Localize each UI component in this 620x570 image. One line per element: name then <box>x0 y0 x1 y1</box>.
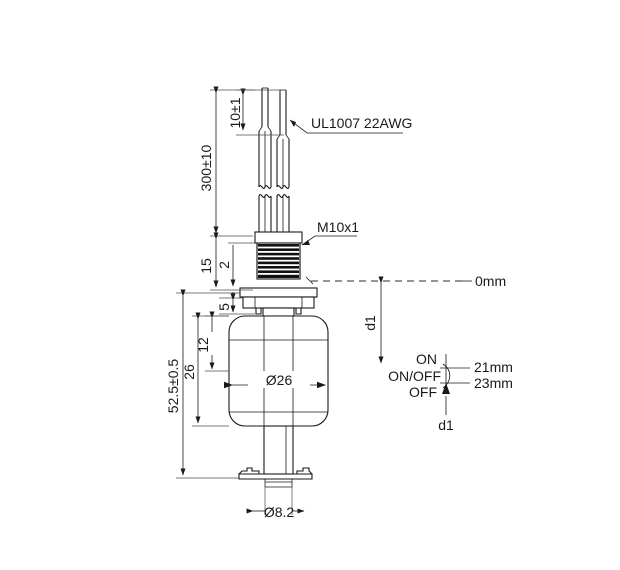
cable-spec-arrowhead <box>290 120 296 127</box>
float12-dim-label: 12 <box>195 337 211 353</box>
switch-direction-arrowhead <box>442 383 450 394</box>
thread-dim-label: 15 <box>198 258 214 274</box>
thread-hatching <box>258 244 299 278</box>
wire-right-strip-shoulder <box>276 134 290 140</box>
thread-barrel-sides <box>256 243 301 279</box>
thread-spec-label: M10x1 <box>317 219 359 235</box>
dimension-thread-length: 15 <box>198 232 253 291</box>
dimension-cable-length: 300±10 <box>198 86 255 237</box>
flange2-dim-label: 2 <box>216 261 232 269</box>
dimension-flange-bottom: 5 <box>216 292 255 315</box>
float-dia-label: Ø26 <box>266 372 293 388</box>
callout-thread-spec: M10x1 <box>301 219 359 246</box>
flange-tab-left <box>255 308 262 315</box>
float-dia-label-mask <box>248 371 310 388</box>
stem-dia-label: Ø8.2 <box>264 504 295 520</box>
cable-entry-cap <box>254 231 303 244</box>
zero-reference-label: 0mm <box>475 273 506 289</box>
callout-cable-spec: UL1007 22AWG <box>289 115 412 134</box>
dimension-flange-top: 2 <box>216 242 255 287</box>
dimension-float-diameter: Ø26 <box>224 371 326 389</box>
d1-lower-label: d1 <box>438 417 454 433</box>
strip-dim-label: 10±1 <box>227 97 243 128</box>
flange5-dim-label: 5 <box>216 303 232 311</box>
dimension-d1-lower: d1 <box>438 396 454 433</box>
stop-washer-left-tab <box>238 467 260 475</box>
thread-spec-arrowhead <box>302 240 310 245</box>
cable-spec-label: UL1007 22AWG <box>311 115 412 131</box>
switch-point-on-label: 21mm <box>474 359 513 375</box>
zero-reference-line: 0mm <box>305 273 506 289</box>
total-dim-label: 52.5±0.5 <box>165 359 181 414</box>
flange-internal-lines <box>254 297 303 308</box>
switch-state-block: ON ON/OFF OFF 21mm 23mm <box>388 351 513 400</box>
dimension-stem-diameter: Ø8.2 <box>246 480 305 520</box>
state-onoff-label: ON/OFF <box>388 368 441 384</box>
switch-point-off-label: 23mm <box>474 375 513 391</box>
stop-washer-plate <box>238 473 313 480</box>
dimension-d1-upper: d1 <box>362 276 384 364</box>
flange-top-plate <box>239 287 318 298</box>
upper-collar <box>262 307 295 317</box>
flange-body <box>242 296 315 309</box>
cable-spec-leader <box>289 119 403 134</box>
zero-ref-tick <box>305 276 314 285</box>
dimension-wire-strip: 10±1 <box>227 88 284 136</box>
state-on-label: ON <box>416 351 437 367</box>
cable-dim-label: 300±10 <box>198 144 214 191</box>
threaded-body-geometry <box>254 231 303 280</box>
d1-upper-label: d1 <box>362 315 378 331</box>
state-off-label: OFF <box>409 384 437 400</box>
flange-nut-geometry <box>239 287 318 317</box>
flange-tab-right <box>295 308 302 315</box>
stop-washer-right-tab <box>296 467 313 475</box>
lower-stem <box>263 425 294 475</box>
dimension-total-length: 52.5±0.5 <box>165 289 240 479</box>
wire-left-strip-shoulder <box>258 126 272 132</box>
